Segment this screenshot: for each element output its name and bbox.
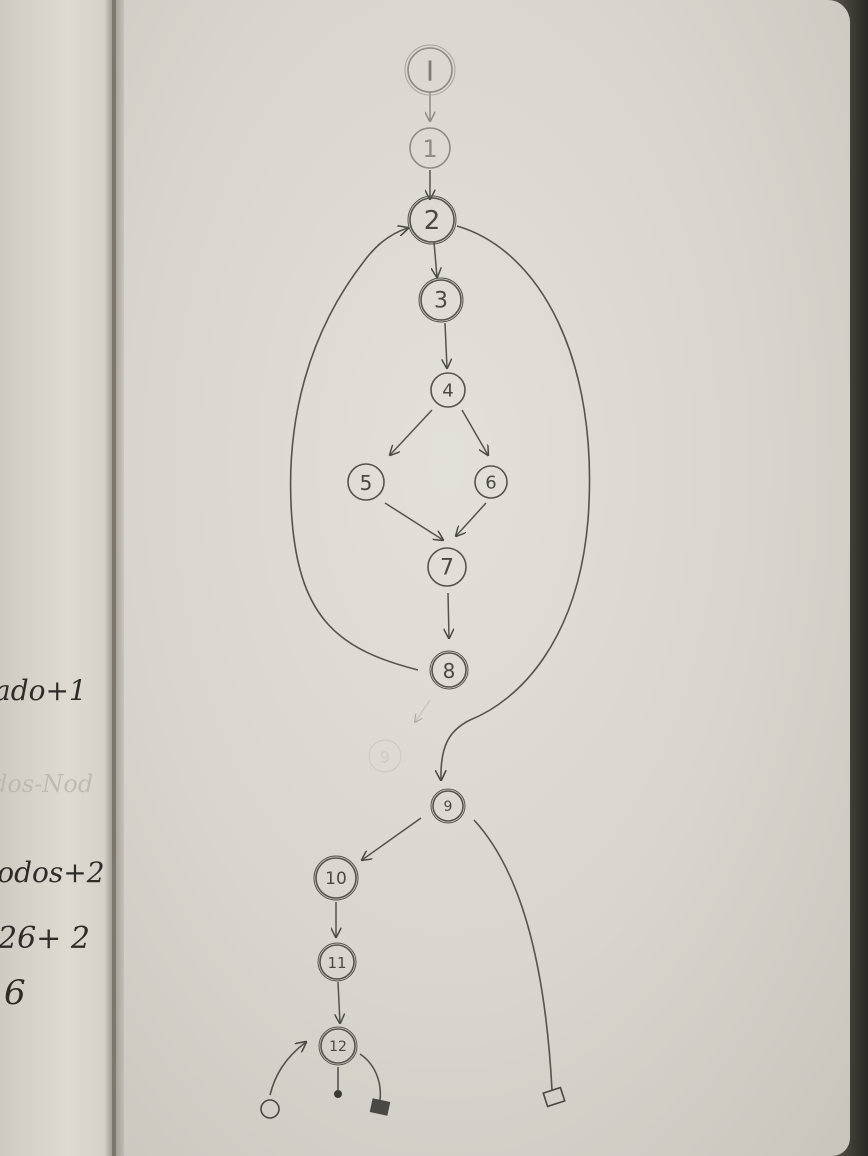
node-8-label: 8 xyxy=(443,659,456,683)
node-8-circle-outer xyxy=(429,650,469,690)
node-5-circle xyxy=(347,463,385,501)
node-3-circle xyxy=(420,279,462,321)
left-page-notes: ado+1 dos-Nod Jodos+2 26+ 2 6 xyxy=(0,0,112,1156)
end-terminal-square xyxy=(369,1098,391,1116)
node-7-circle xyxy=(427,547,467,587)
edge-6-7 xyxy=(456,502,487,536)
node-I-label: I xyxy=(426,55,434,88)
node-3-circle-outer xyxy=(418,277,464,323)
node-I-circle xyxy=(407,47,453,93)
edge-2-3 xyxy=(434,241,437,277)
edge-7-8 xyxy=(448,592,449,638)
node-1-label: 1 xyxy=(422,135,437,163)
right-page xyxy=(116,0,850,1156)
node-4-label: 4 xyxy=(442,381,453,402)
start-terminal-circle xyxy=(260,1099,280,1119)
ghost-arrow xyxy=(415,699,431,722)
node-11-label: 11 xyxy=(327,954,346,972)
node-I-circle-outer xyxy=(404,44,456,96)
end-terminal-dot xyxy=(334,1090,342,1098)
node-2-label: 2 xyxy=(424,206,441,236)
node-1-circle xyxy=(409,127,451,169)
edge-12-left-out xyxy=(269,1042,306,1096)
node-7-label: 7 xyxy=(440,556,454,581)
edge-2-9-outer xyxy=(441,225,591,780)
node-10-circle-outer xyxy=(313,855,359,901)
node-10-label: 10 xyxy=(325,869,347,889)
left-page xyxy=(0,0,112,1156)
node-2-circle-outer xyxy=(407,195,457,245)
edge-11-12 xyxy=(338,981,340,1023)
exit-terminal-diamond xyxy=(542,1086,566,1108)
node-12-label: 12 xyxy=(329,1039,347,1055)
node-ghost9-circle xyxy=(368,739,402,773)
note-line-5: 6 xyxy=(4,973,26,1013)
node-11-circle-outer xyxy=(317,942,357,982)
node-11-circle xyxy=(319,944,355,980)
edge-9-10 xyxy=(362,817,422,860)
note-line-4: 26+ 2 xyxy=(0,921,90,956)
node-4-circle xyxy=(430,372,466,408)
edge-4-5 xyxy=(390,409,433,455)
node-8-circle xyxy=(431,652,467,688)
note-line-2: dos-Nod xyxy=(0,770,93,798)
edge-4-6 xyxy=(461,409,488,455)
node-ghost9-label: 9 xyxy=(380,748,390,767)
node-3-label: 3 xyxy=(434,289,448,314)
node-12-circle-outer xyxy=(318,1026,358,1066)
edge-9-exit xyxy=(473,819,553,1091)
edge-5-7 xyxy=(384,502,443,540)
node-6-circle xyxy=(474,465,508,499)
node-12-circle xyxy=(320,1028,356,1064)
node-2-circle xyxy=(409,197,455,243)
node-5-label: 5 xyxy=(360,471,373,495)
node-10-circle xyxy=(315,857,357,899)
edge-12-right-out xyxy=(359,1053,382,1101)
notebook-gutter xyxy=(104,0,124,1156)
edge-3-4 xyxy=(445,322,447,368)
note-line-1: ado+1 xyxy=(0,674,87,707)
note-line-3: Jodos+2 xyxy=(0,856,105,889)
node-9-circle xyxy=(432,790,464,822)
node-6-label: 6 xyxy=(485,473,496,494)
node-9-circle-outer xyxy=(430,788,466,824)
node-9-label: 9 xyxy=(444,799,453,815)
edge-8-2-loop xyxy=(289,228,419,671)
